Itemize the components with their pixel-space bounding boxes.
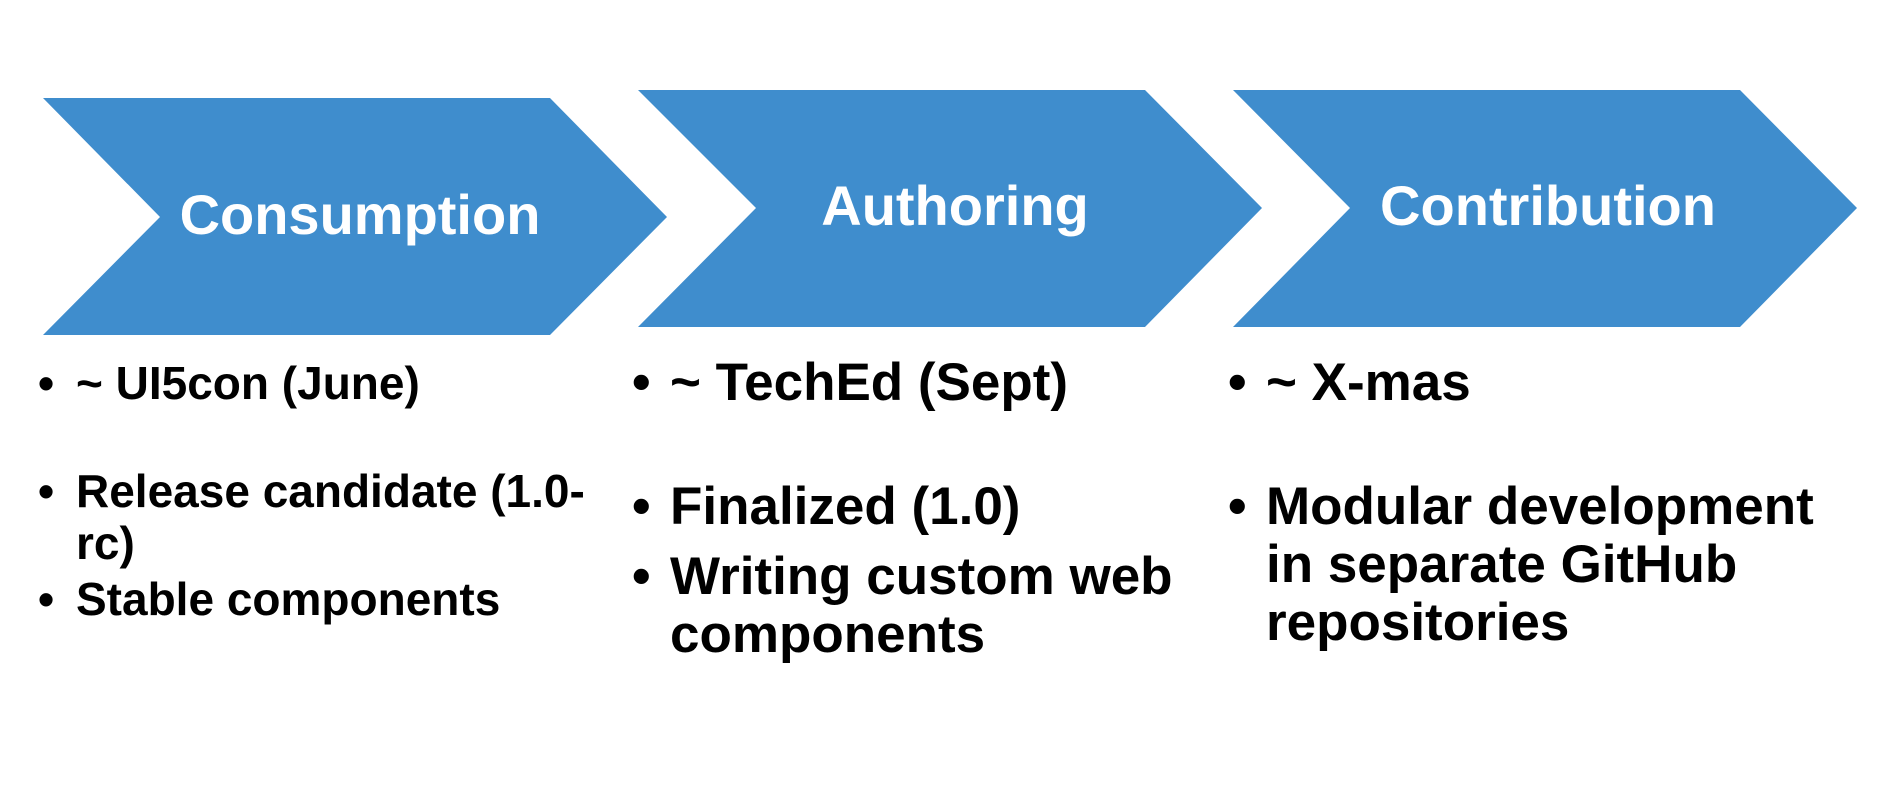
authoring-bullet-list: ~ TechEd (Sept) Finalized (1.0) Writing … — [632, 354, 1232, 664]
bullet-item: ~ UI5con (June) — [38, 357, 598, 409]
chevron-contribution: Contribution — [1233, 90, 1857, 327]
chevron-contribution-title: Contribution — [1380, 174, 1716, 237]
chevron-contribution-shape — [1233, 90, 1857, 327]
bullet-item: Modular development in separate GitHub r… — [1228, 478, 1848, 652]
bullet-item: Release candidate (1.0-rc) — [38, 465, 598, 569]
chevron-authoring-shape — [638, 90, 1262, 327]
chevron-authoring-title: Authoring — [821, 174, 1088, 237]
chevron-consumption-title: Consumption — [180, 183, 541, 246]
chevron-consumption-shape — [43, 98, 667, 335]
bullet-item: ~ X-mas — [1228, 354, 1848, 413]
contribution-bullet-list: ~ X-mas Modular development in separate … — [1228, 354, 1848, 652]
bullet-item: ~ TechEd (Sept) — [632, 354, 1232, 413]
chevron-consumption: Consumption — [43, 98, 667, 335]
consumption-bullet-list: ~ UI5con (June) Release candidate (1.0-r… — [38, 357, 598, 625]
chevron-authoring: Authoring — [638, 90, 1262, 327]
bullet-item: Writing custom web components — [632, 548, 1232, 664]
bullet-item: Stable components — [38, 573, 598, 625]
bullet-item: Finalized (1.0) — [632, 478, 1232, 537]
